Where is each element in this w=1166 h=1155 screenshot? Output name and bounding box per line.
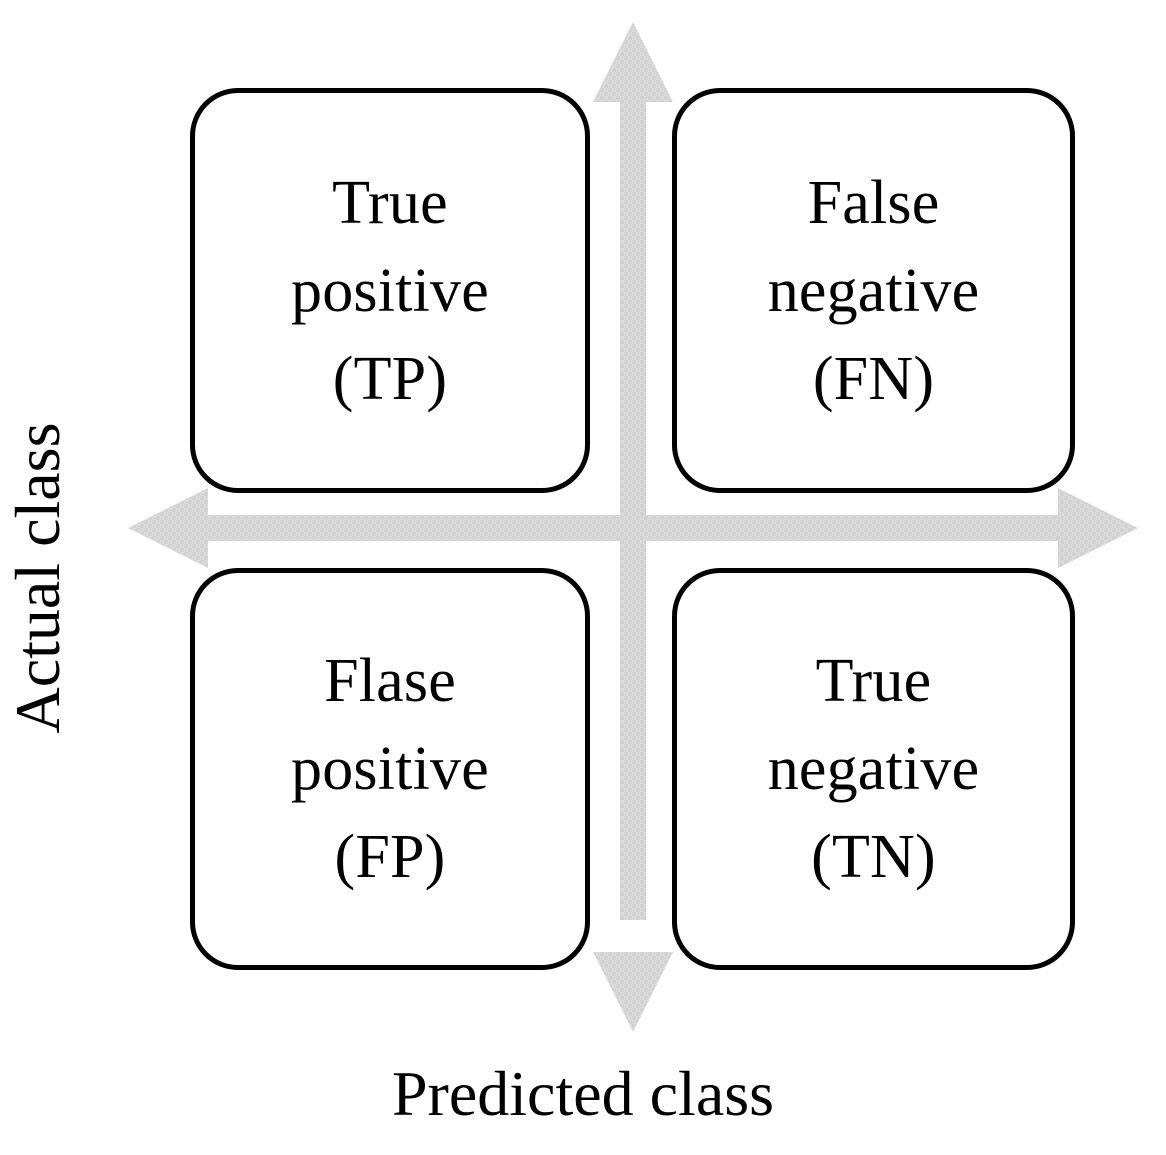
vertical-axis-arrow (593, 22, 673, 1032)
x-axis-title: Predicted class (391, 1058, 775, 1129)
quadrant-false-positive-line-2: positive (291, 735, 489, 803)
quadrant-true-positive-line-2: positive (291, 256, 489, 325)
quadrant-false-negative-line-1: False (807, 168, 940, 237)
quadrant-true-negative-line-1: True (815, 647, 932, 715)
quadrant-false-negative-line-2: negative (767, 256, 980, 325)
quadrant-true-positive-line-3: (TP) (332, 344, 448, 413)
quadrant-false-positive-line-1: Flase (324, 647, 456, 715)
quadrant-true-negative-line-2: negative (767, 735, 980, 803)
y-axis-title: Actual class (2, 422, 73, 734)
quadrant-false-positive-line-3: (FP) (334, 823, 446, 891)
quadrant-true-negative[interactable]: True negative (TN) (672, 568, 1075, 970)
quadrant-true-positive-line-1: True (332, 168, 448, 237)
quadrant-true-positive[interactable]: True positive (TP) (190, 88, 590, 493)
quadrant-false-positive[interactable]: Flase positive (FP) (190, 568, 590, 970)
quadrant-true-negative-line-3: (TN) (811, 823, 936, 891)
quadrant-false-negative[interactable]: False negative (FN) (672, 88, 1075, 493)
quadrant-false-negative-line-3: (FN) (812, 344, 935, 413)
horizontal-axis-arrow (128, 488, 1138, 568)
